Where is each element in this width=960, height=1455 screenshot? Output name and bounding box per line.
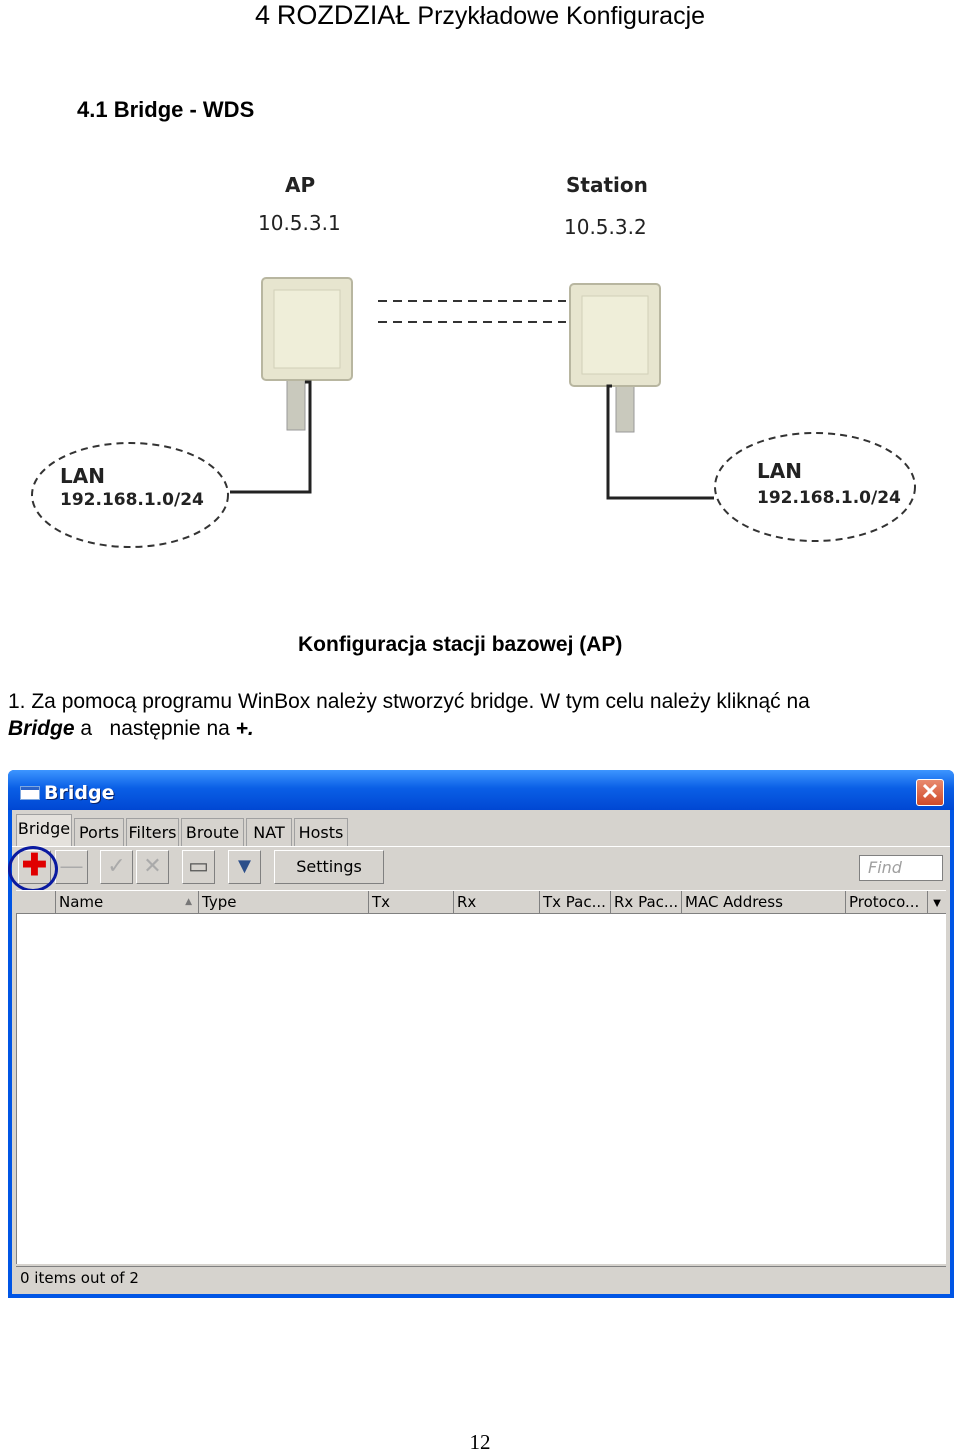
comment-icon: ▭	[188, 853, 209, 878]
filter-button[interactable]: ▼	[228, 850, 261, 884]
cross-icon: ✕	[143, 853, 162, 878]
column-header-tx-packets[interactable]: Tx Pac...	[540, 891, 611, 914]
remove-button[interactable]: —	[55, 850, 88, 884]
window-client: Bridge Ports Filters Broute NAT Hosts ✚ …	[8, 810, 950, 1294]
lan-left-network: 192.168.1.0/24	[60, 490, 204, 510]
station-label: Station	[566, 173, 648, 197]
chapter-number: 4	[254, 0, 270, 30]
comment-button[interactable]: ▭	[182, 850, 215, 884]
check-icon: ✓	[107, 853, 126, 878]
highlight-circle	[8, 846, 58, 892]
ap-lan-cable	[230, 380, 312, 494]
bridge-table-body[interactable]	[16, 914, 946, 1264]
column-header-mac-address[interactable]: MAC Address	[682, 891, 846, 914]
lan-right-cloud	[714, 432, 916, 542]
lan-left-label: LAN	[60, 464, 105, 488]
instruction-rest: a następnie na	[74, 717, 236, 740]
tab-hosts[interactable]: Hosts	[294, 818, 348, 846]
column-header-type[interactable]: Type	[199, 891, 369, 914]
column-header-protocol[interactable]: Protoco...	[846, 891, 928, 914]
column-menu-icon[interactable]: ▼	[930, 895, 944, 910]
section-title: 4.1 Bridge - WDS	[77, 97, 255, 122]
column-header-rx-packets[interactable]: Rx Pac...	[611, 891, 682, 914]
station-lan-cable	[606, 384, 714, 500]
find-input[interactable]: Find	[859, 855, 943, 881]
lan-left-cloud	[31, 442, 229, 548]
tab-ports[interactable]: Ports	[74, 818, 124, 846]
bridge-window: Bridge ✕ Bridge Ports Filters Broute NAT…	[8, 770, 954, 1298]
status-bar: 0 items out of 2	[16, 1266, 946, 1290]
ap-antenna-icon	[261, 277, 353, 431]
instruction-paragraph: 1. Za pomocą programu WinBox należy stwo…	[8, 688, 953, 742]
window-title: Bridge	[44, 782, 115, 804]
window-titlebar[interactable]: Bridge ✕	[8, 770, 954, 810]
chapter-name: Przykładowe Konfiguracje	[417, 2, 706, 30]
page-number: 12	[469, 1430, 491, 1454]
settings-button[interactable]: Settings	[274, 850, 384, 884]
tab-bridge[interactable]: Bridge	[16, 814, 72, 847]
table-header: Name ▲ Type Tx Rx Tx Pac... Rx Pac... MA…	[16, 890, 946, 914]
column-header-blank[interactable]	[16, 891, 56, 914]
minus-icon: —	[60, 853, 83, 878]
instruction-bold-bridge: Bridge	[8, 717, 75, 740]
tab-broute[interactable]: Broute	[181, 818, 244, 846]
close-button[interactable]: ✕	[916, 779, 944, 806]
window-icon	[20, 786, 40, 800]
instruction-text: 1. Za pomocą programu WinBox należy stwo…	[8, 690, 810, 713]
chapter-title: 4 ROZDZIAŁ Przykładowe Konfiguracje	[0, 0, 960, 31]
instruction-plus: +.	[235, 717, 254, 740]
enable-button[interactable]: ✓	[100, 850, 133, 884]
column-header-rx[interactable]: Rx	[454, 891, 540, 914]
lan-right-network: 192.168.1.0/24	[757, 488, 901, 508]
ap-ip: 10.5.3.1	[258, 211, 341, 235]
filter-icon: ▼	[233, 853, 256, 878]
sort-ascending-icon: ▲	[185, 897, 192, 907]
lan-right-label: LAN	[757, 459, 802, 483]
chapter-word: ROZDZIAŁ	[276, 0, 411, 30]
column-header-name[interactable]: Name ▲	[56, 891, 199, 914]
station-ip: 10.5.3.2	[564, 215, 647, 239]
network-diagram: AP 10.5.3.1 Station 10.5.3.2 LAN 192.168…	[31, 173, 916, 548]
tab-nat[interactable]: NAT	[246, 818, 292, 846]
subheading: Konfiguracja stacji bazowej (AP)	[298, 633, 623, 656]
tab-divider	[12, 846, 950, 847]
station-antenna-icon	[569, 283, 661, 433]
ap-label: AP	[285, 173, 315, 197]
column-name-label: Name	[59, 893, 104, 911]
disable-button[interactable]: ✕	[136, 850, 169, 884]
column-header-tx[interactable]: Tx	[369, 891, 454, 914]
tab-filters[interactable]: Filters	[126, 818, 179, 846]
